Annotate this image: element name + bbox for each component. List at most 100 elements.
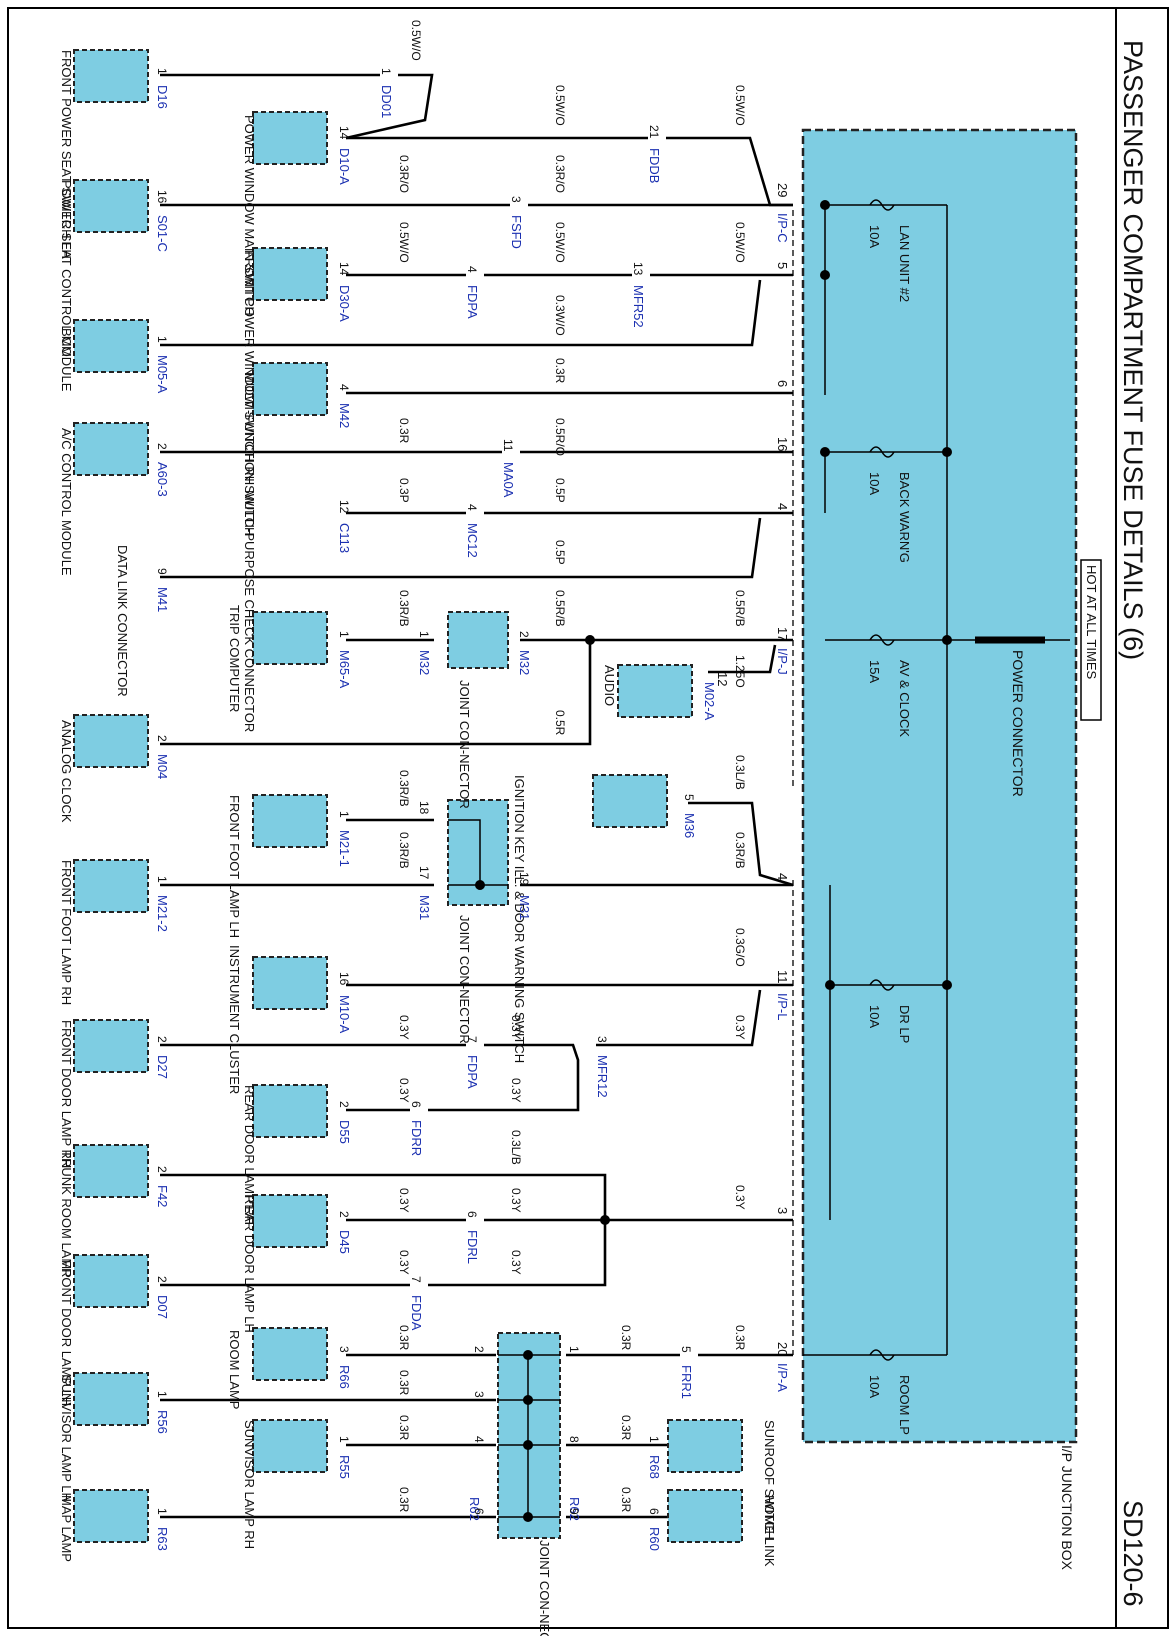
fuse-rating: 10A [867, 1375, 882, 1398]
connector-id: R66 [337, 1365, 352, 1389]
ip-pin: 16 [775, 437, 790, 451]
inline-connector-id: MFR52 [631, 285, 646, 328]
component-box [73, 1372, 149, 1426]
component-name: REAR DOOR LAMP RH [242, 1085, 257, 1225]
connector-id: M21-1 [337, 830, 352, 867]
component-name: MULTI-PURPOSE CHECK CONNECTOR [242, 490, 257, 732]
component-name: SUNROOF SWITCH [762, 1420, 777, 1540]
connector-id: A60-3 [155, 462, 170, 497]
ip-pin: 12 [715, 672, 730, 686]
wire-spec: 0.3Y [509, 1250, 523, 1275]
component-box [73, 1144, 149, 1198]
connector-id: D27 [155, 1055, 170, 1079]
component-box [73, 49, 149, 103]
connector-id: R56 [155, 1410, 170, 1434]
component-box [667, 1489, 743, 1543]
connector-id: M65-A [337, 650, 352, 689]
wire-spec: 0.5P [553, 478, 567, 503]
inline-connector-id: FDRL [465, 1230, 480, 1264]
component-name: TRUNK ROOM LAMP [59, 1150, 74, 1278]
connector-id: D30-A [337, 285, 352, 322]
connector-id: D10-A [337, 148, 352, 185]
pin: 11 [501, 439, 515, 452]
connector-id: M10-A [337, 995, 352, 1034]
wire-spec: 0.5R/B [553, 590, 567, 627]
wire-spec: 0.5P [553, 540, 567, 565]
pin: 7 [409, 1276, 423, 1283]
pin: 2 [517, 631, 531, 638]
pin: 3 [509, 196, 523, 203]
component-name: FRONT POWER SEAT SWITCH LH [59, 50, 74, 259]
wire-spec: 0.5W/O [553, 222, 567, 263]
component-name: FRONT FOOT LAMP LH [227, 795, 242, 938]
pin: 2 [337, 1211, 351, 1218]
component-name: INSTRUMENT CLUSTER [227, 945, 242, 1094]
component-box [252, 1327, 328, 1381]
wire-spec: 0.3W/O [553, 295, 567, 336]
component-box [252, 362, 328, 416]
pin: 7 [465, 1036, 479, 1043]
component-box [252, 1194, 328, 1248]
wire-spec: 0.3Y [509, 1015, 523, 1040]
pin: 2 [155, 1166, 169, 1173]
connector-id: M32 [517, 650, 532, 675]
fuse-rating: 10A [867, 472, 882, 495]
pin: 1 [647, 1436, 661, 1443]
component-name: JOINT CON-NECTOR [537, 1540, 552, 1636]
wire-spec: 0.3Y [397, 1078, 411, 1103]
component-box [617, 664, 693, 718]
wire-spec: 0.5W/O [553, 85, 567, 126]
wire-spec: 1.25O [733, 655, 747, 688]
component-name: FRONT DOOR LAMP RH [59, 1020, 74, 1168]
ip-junction-box [801, 128, 1078, 1444]
component-name: ANALOG CLOCK [59, 720, 74, 823]
inline-connector-id: MC12 [465, 523, 480, 558]
pin: 3 [472, 1391, 486, 1398]
pin: 1 [155, 1508, 169, 1515]
connector-id: R60 [647, 1527, 662, 1551]
wire-spec: 0.3R [619, 1325, 633, 1351]
pin: 9 [567, 1508, 581, 1515]
pin: 9 [155, 568, 169, 575]
connector-id: D45 [337, 1230, 352, 1254]
connector-id: S01-C [155, 215, 170, 252]
component-box [252, 247, 328, 301]
pin: 4 [465, 266, 479, 273]
component-name: POWER WINDOW MAIN SWITCH [242, 115, 257, 316]
wire-spec: 0.3R [619, 1487, 633, 1513]
pin: 1 [567, 1346, 581, 1353]
pin: 1 [155, 68, 169, 75]
junction-box-label: I/P JUNCTION BOX [1059, 1445, 1075, 1571]
pin: 1 [155, 336, 169, 343]
pin: 16 [337, 972, 351, 986]
pin: 3 [595, 1036, 609, 1043]
inline-connector-id: FDPA [465, 285, 480, 319]
pin: 1 [155, 876, 169, 883]
connector-id: R63 [155, 1527, 170, 1551]
pin: 3 [337, 1346, 351, 1353]
pin: 6 [647, 1508, 661, 1515]
component-name: IGNITION KEY ILL. & DOOR WARNING SWITCH [512, 775, 527, 1063]
wire-spec: 0.5R/O [553, 418, 567, 456]
wire-spec: 0.5W/O [397, 222, 411, 263]
inline-connector-id: FDPA [465, 1055, 480, 1089]
connector-id: M31 [517, 895, 532, 920]
connector-id: R62 [567, 1497, 582, 1521]
pin: 2 [155, 1276, 169, 1283]
pin: 18 [417, 801, 431, 815]
pin: 13 [631, 262, 645, 276]
fuse-group-av-clock: AV & CLOCK 15A [825, 635, 952, 737]
wire-spec: 0.3R [397, 1415, 411, 1441]
pin: 4 [465, 504, 479, 511]
inline-connector-id: FDDA [409, 1295, 424, 1331]
component-name: MULTI-FUNCTION SWITCH [242, 372, 257, 536]
component-box [73, 1019, 149, 1073]
ip-pin: 17 [775, 627, 790, 641]
connector-id: D07 [155, 1295, 170, 1319]
connector-id: M05-A [155, 355, 170, 394]
fuse-group-room-lp: ROOM LP 10A [803, 1354, 947, 1435]
wire-spec: 0.5W/O [733, 222, 747, 263]
connector-id: M04 [155, 754, 170, 779]
component-box [73, 422, 149, 476]
